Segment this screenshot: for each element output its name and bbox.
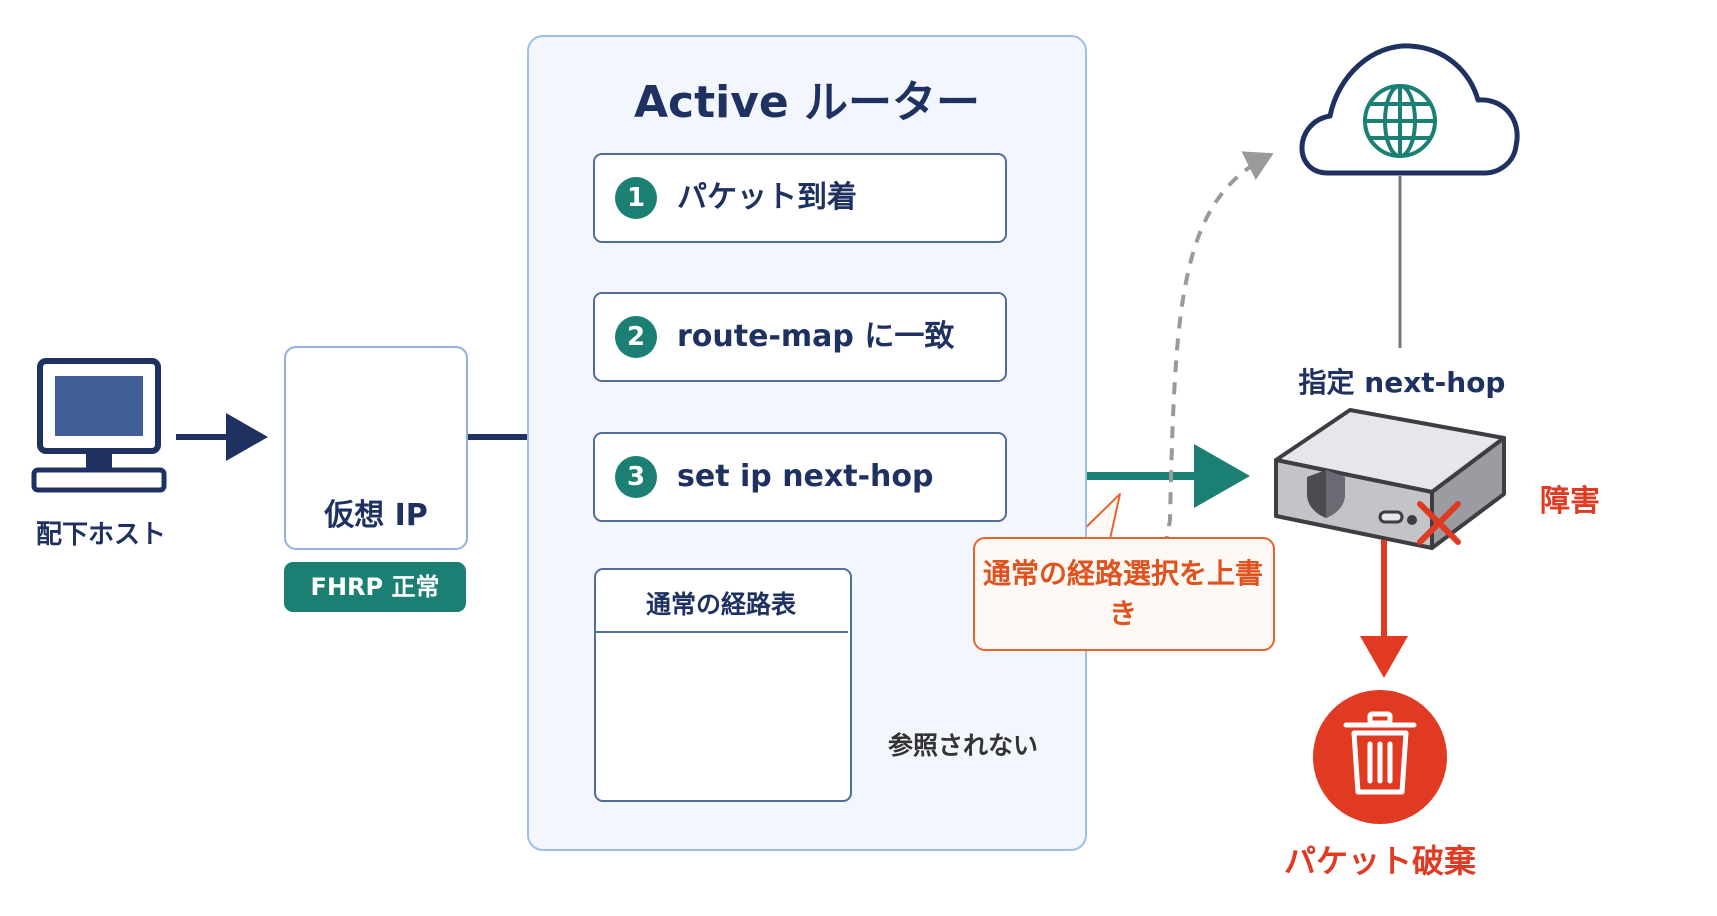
virtual-ip-box (284, 346, 468, 550)
computer-icon (31, 358, 167, 493)
routing-table-divider (596, 631, 848, 633)
shield-icon (1307, 470, 1345, 518)
routing-table-title: 通常の経路表 (645, 590, 796, 619)
x-mark-icon (1417, 501, 1461, 545)
cloud-icon (1299, 43, 1520, 176)
step-number-1: 1 (615, 177, 657, 219)
next-hop-label: 指定 next-hop (1298, 366, 1506, 399)
next-hop-device-icon (1274, 408, 1506, 550)
fhrp-status-badge: FHRP 正常 (284, 562, 466, 612)
failure-label: 障害 (1540, 484, 1600, 519)
virtual-ip-label: 仮想 IP (324, 498, 428, 533)
step-label-1: パケット到着 (677, 180, 857, 215)
step-number-2: 2 (615, 316, 657, 358)
step-label-3: set ip next-hop (677, 459, 934, 494)
trash-icon (1313, 690, 1447, 824)
packet-drop-label: パケット破棄 (1283, 842, 1476, 880)
active-router-title: Active ルーター (633, 77, 981, 128)
step-number-3: 3 (615, 456, 657, 498)
not-referenced-label: 参照されない (888, 731, 1039, 760)
routing-table-box (594, 568, 852, 802)
step-route-map-match: 2 route-map に一致 (593, 292, 1007, 382)
step-set-next-hop: 3 set ip next-hop (593, 432, 1007, 522)
override-callout-text: 通常の経路選択を上書き (982, 557, 1263, 630)
override-callout (973, 537, 1275, 651)
step-label-2: route-map に一致 (677, 319, 955, 354)
globe-icon (1363, 84, 1437, 158)
step-packet-arrival: 1 パケット到着 (593, 153, 1007, 243)
host-label: 配下ホスト (35, 520, 166, 550)
